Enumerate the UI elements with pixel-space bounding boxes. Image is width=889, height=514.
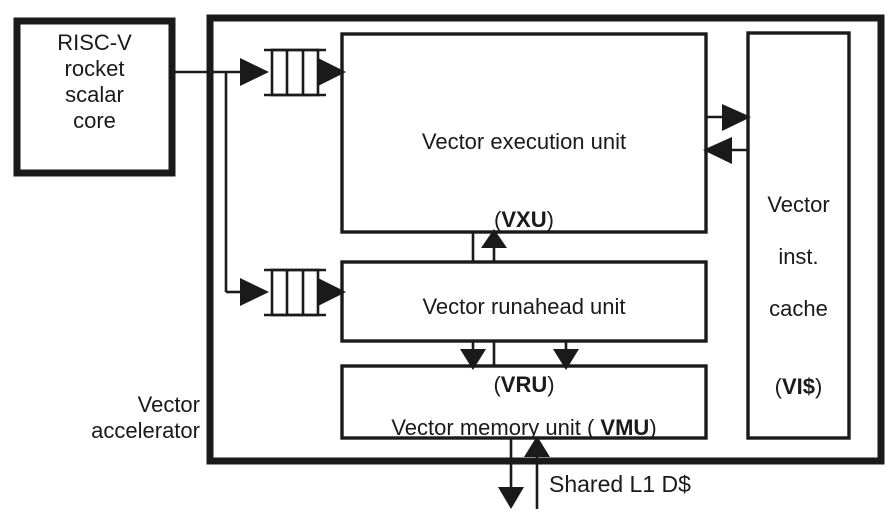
vmu-paren-close: ): [649, 414, 657, 440]
vxu-label-line2: (VXU): [342, 181, 706, 233]
arrowhead-to-vru-queue: [240, 278, 269, 306]
vicache-label-line1: Vector: [767, 191, 830, 217]
vicache-label: Vector inst. cache (VI$): [748, 166, 849, 426]
vicache-label-line2: inst.: [778, 243, 819, 269]
vxu-instruction-queue: [264, 48, 326, 97]
scalar-core-box: [13, 17, 176, 177]
vxu-label: Vector execution unit (VXU): [342, 103, 706, 259]
scalar-core-output-bus: [172, 70, 241, 294]
scalar-core-label: RISC-V rocket scalar core: [57, 30, 132, 133]
vicache-acronym: VI$: [781, 373, 816, 399]
vxu-paren-open: (: [494, 206, 502, 232]
vru-queue-to-vru-link: [318, 278, 346, 306]
shared-dcache-to-vmu-link: [524, 436, 550, 509]
vru-label: Vector runahead unit (VRU): [342, 268, 706, 424]
vru-label-line2: (VRU): [342, 346, 706, 398]
vru-label-line1: Vector runahead unit: [422, 293, 626, 319]
vicache-paren-close: ): [815, 373, 823, 399]
vru-to-vmu-links: [460, 341, 579, 370]
vmu-box: [340, 364, 708, 440]
arrowhead-to-vxu-queue: [240, 58, 269, 86]
vxu-label-line1: Vector execution unit: [421, 128, 627, 154]
vector-accelerator-boundary: [206, 14, 885, 465]
vru-box: [340, 260, 708, 343]
vxu-box: [340, 32, 708, 234]
vmu-to-shared-dcache-link: [498, 438, 524, 509]
vmu-label-prefix: Vector memory unit (: [391, 414, 601, 440]
vicache-label-line3: cache: [769, 295, 828, 321]
vicache-to-vxu-link: [703, 137, 748, 164]
vicache-label-line4: (VI$): [748, 348, 849, 400]
vru-acronym: VRU: [500, 371, 548, 397]
vru-paren-open: (: [493, 371, 501, 397]
shared-l1-dcache-label: Shared L1 D$: [549, 471, 691, 497]
vxu-queue-to-vxu-link: [318, 58, 346, 86]
vru-paren-close: ): [547, 371, 555, 397]
vru-instruction-queue: [264, 268, 326, 317]
vector-accelerator-label: Vector accelerator: [91, 392, 200, 443]
vxu-acronym: VXU: [501, 206, 547, 232]
vxu-to-vicache-link: [706, 104, 751, 131]
vmu-acronym: VMU: [600, 414, 650, 440]
vicache-paren-open: (: [774, 373, 782, 399]
vmu-label: Vector memory unit ( VMU): [342, 389, 706, 441]
vru-to-vxu-link: [471, 229, 507, 262]
vicache-box: [746, 31, 851, 440]
vxu-paren-close: ): [546, 206, 554, 232]
